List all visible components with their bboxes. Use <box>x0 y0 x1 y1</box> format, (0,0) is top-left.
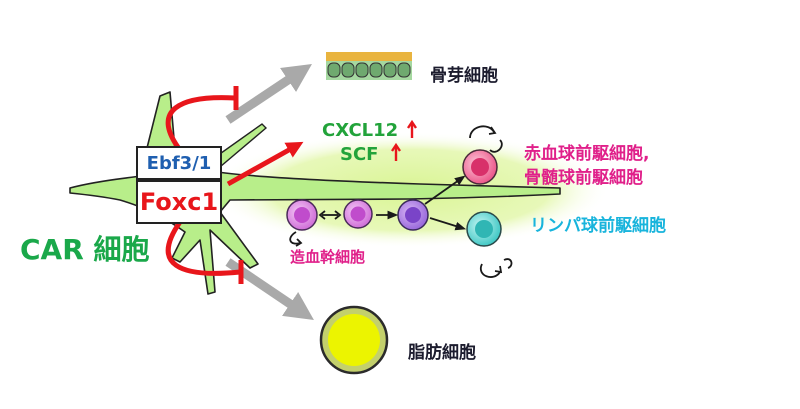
adipocyte-lipid <box>328 314 380 366</box>
adipocyte-label: 脂肪細胞 <box>408 343 476 363</box>
arrow-to-signals <box>226 141 304 187</box>
erythroid-myeloid-label-1: 赤血球前駆細胞, <box>524 144 650 164</box>
self-renewal-arrow-icon <box>289 125 513 278</box>
foxc1-label: Foxc1 <box>139 188 219 216</box>
scf-label: SCF <box>340 144 379 165</box>
osteoblast-layer <box>326 52 412 80</box>
lymphoid-label: リンパ球前駆細胞 <box>530 216 666 236</box>
ebf-label: Ebf3/1 <box>146 152 212 174</box>
arrow-to-osteoblast <box>225 64 312 124</box>
inhibition-arc-upper <box>165 95 236 152</box>
arrow-to-lymphoid <box>429 217 467 231</box>
ebf-box: Ebf3/1 <box>136 146 222 180</box>
up-arrow-icon <box>391 119 417 161</box>
erythroid-myeloid-label-2: 骨髄球前駆細胞 <box>524 168 643 188</box>
foxc1-box: Foxc1 <box>136 180 222 224</box>
hsc-label: 造血幹細胞 <box>290 248 366 266</box>
cxcl12-label: CXCL12 <box>322 120 399 141</box>
car-cell-label: CAR 細胞 <box>20 233 150 266</box>
arrow-to-erythroid <box>424 175 466 205</box>
double-headed-arrow-icon <box>318 210 342 220</box>
inhibition-arc-lower <box>165 220 241 276</box>
osteoblast-label: 骨芽細胞 <box>430 66 498 86</box>
